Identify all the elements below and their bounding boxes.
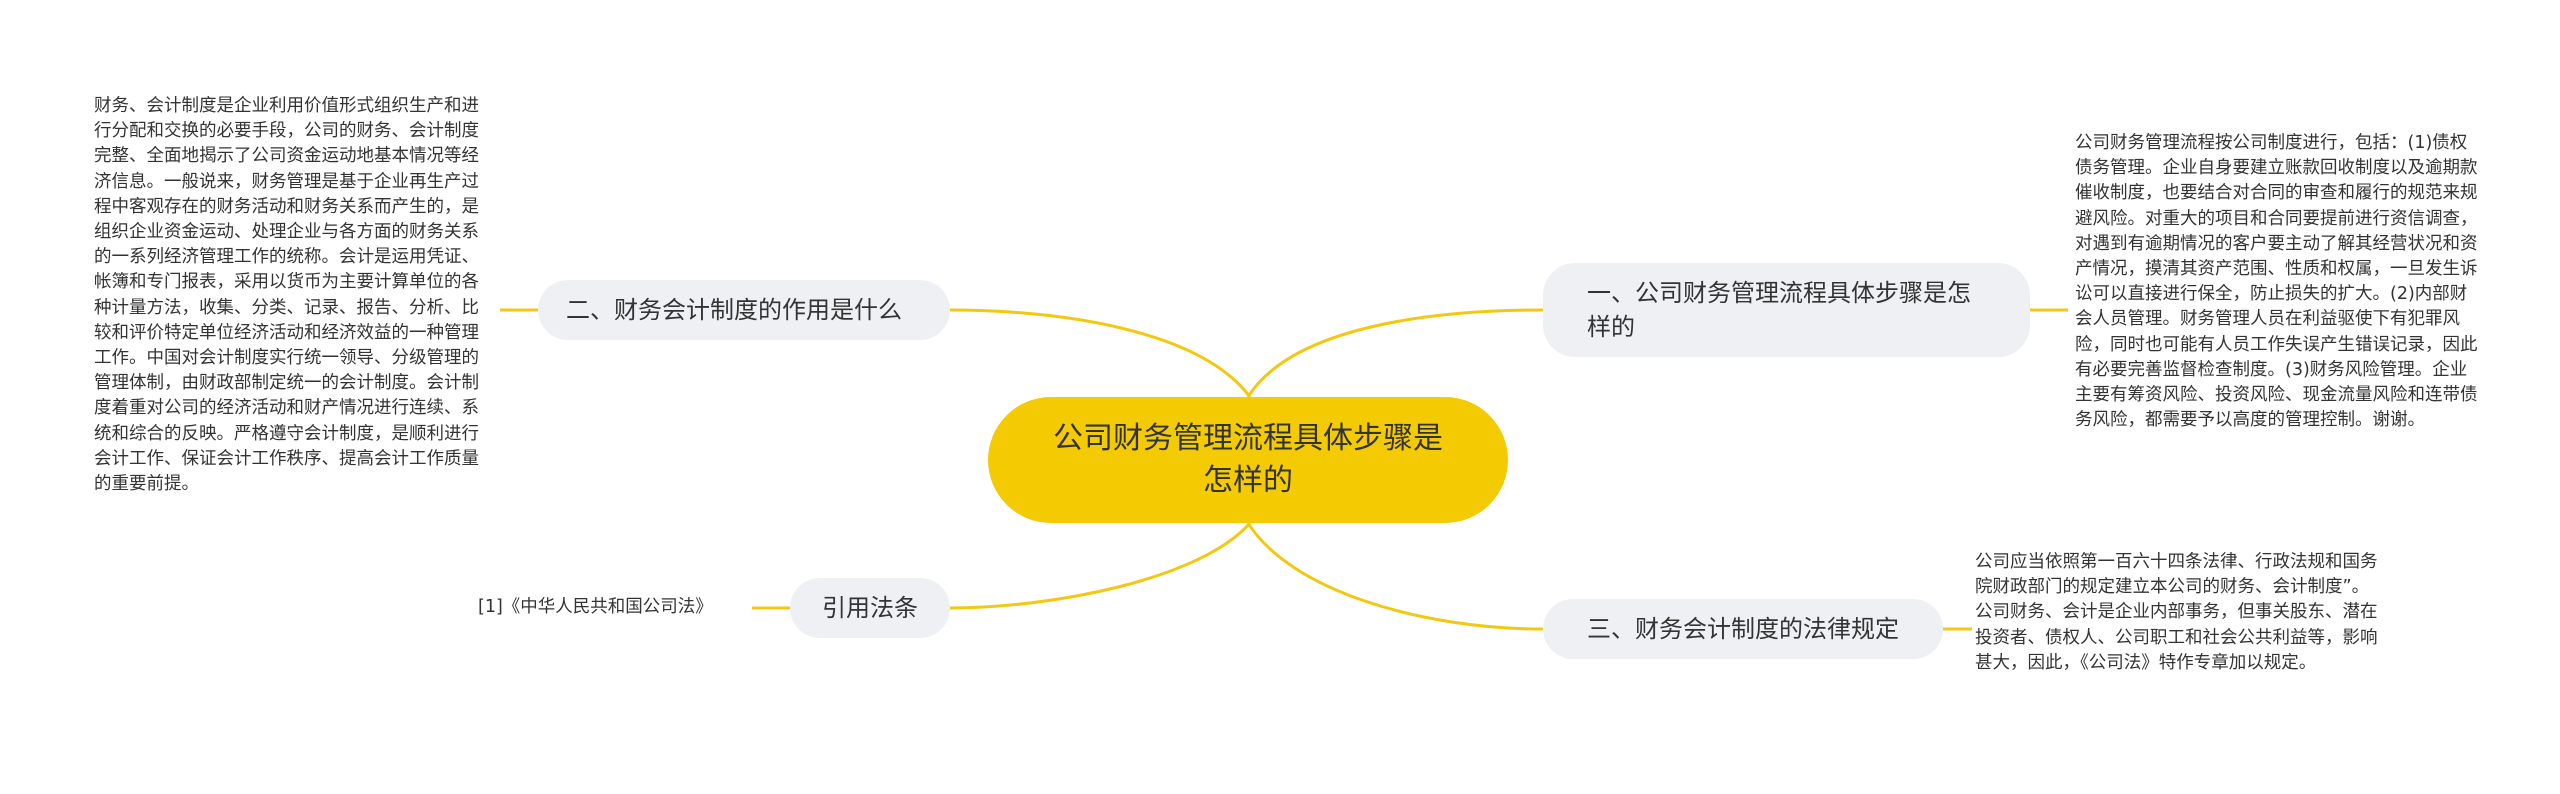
central-topic[interactable]: 公司财务管理流程具体步骤是怎样的	[988, 397, 1508, 523]
branch-cited-law[interactable]: 引用法条	[790, 578, 950, 638]
note-legal-provisions: 公司应当依照第一百六十四条法律、行政法规和国务院财政部门的规定建立本公司的财务、…	[1975, 552, 2378, 673]
connector-center-right-top	[1246, 308, 1544, 398]
branch-management-steps[interactable]: 一、公司财务管理流程具体步骤是怎样的	[1543, 263, 2030, 357]
branch-management-steps-label: 一、公司财务管理流程具体步骤是怎样的	[1587, 279, 1971, 341]
branch-accounting-role-label: 二、财务会计制度的作用是什么	[566, 296, 902, 324]
connector-center-right-bottom	[1246, 522, 1544, 631]
connector-center-left-bottom	[949, 522, 1252, 610]
note-accounting-role: 财务、会计制度是企业利用价值形式组织生产和进行分配和交换的必要手段，公司的财务、…	[94, 96, 479, 495]
note-cited-law: [1]《中华人民共和国公司法》	[478, 597, 713, 617]
note-management-steps: 公司财务管理流程按公司制度进行，包括：(1)债权债务管理。企业自身要建立账款回收…	[2075, 133, 2478, 431]
branch-cited-law-label: 引用法条	[822, 594, 918, 622]
central-topic-label: 公司财务管理流程具体步骤是怎样的	[1053, 421, 1443, 498]
branch-legal-provisions-label: 三、财务会计制度的法律规定	[1587, 615, 1899, 643]
branch-legal-provisions[interactable]: 三、财务会计制度的法律规定	[1543, 599, 1943, 659]
branch-accounting-role[interactable]: 二、财务会计制度的作用是什么	[538, 280, 950, 340]
connector-center-left-top	[949, 308, 1252, 398]
